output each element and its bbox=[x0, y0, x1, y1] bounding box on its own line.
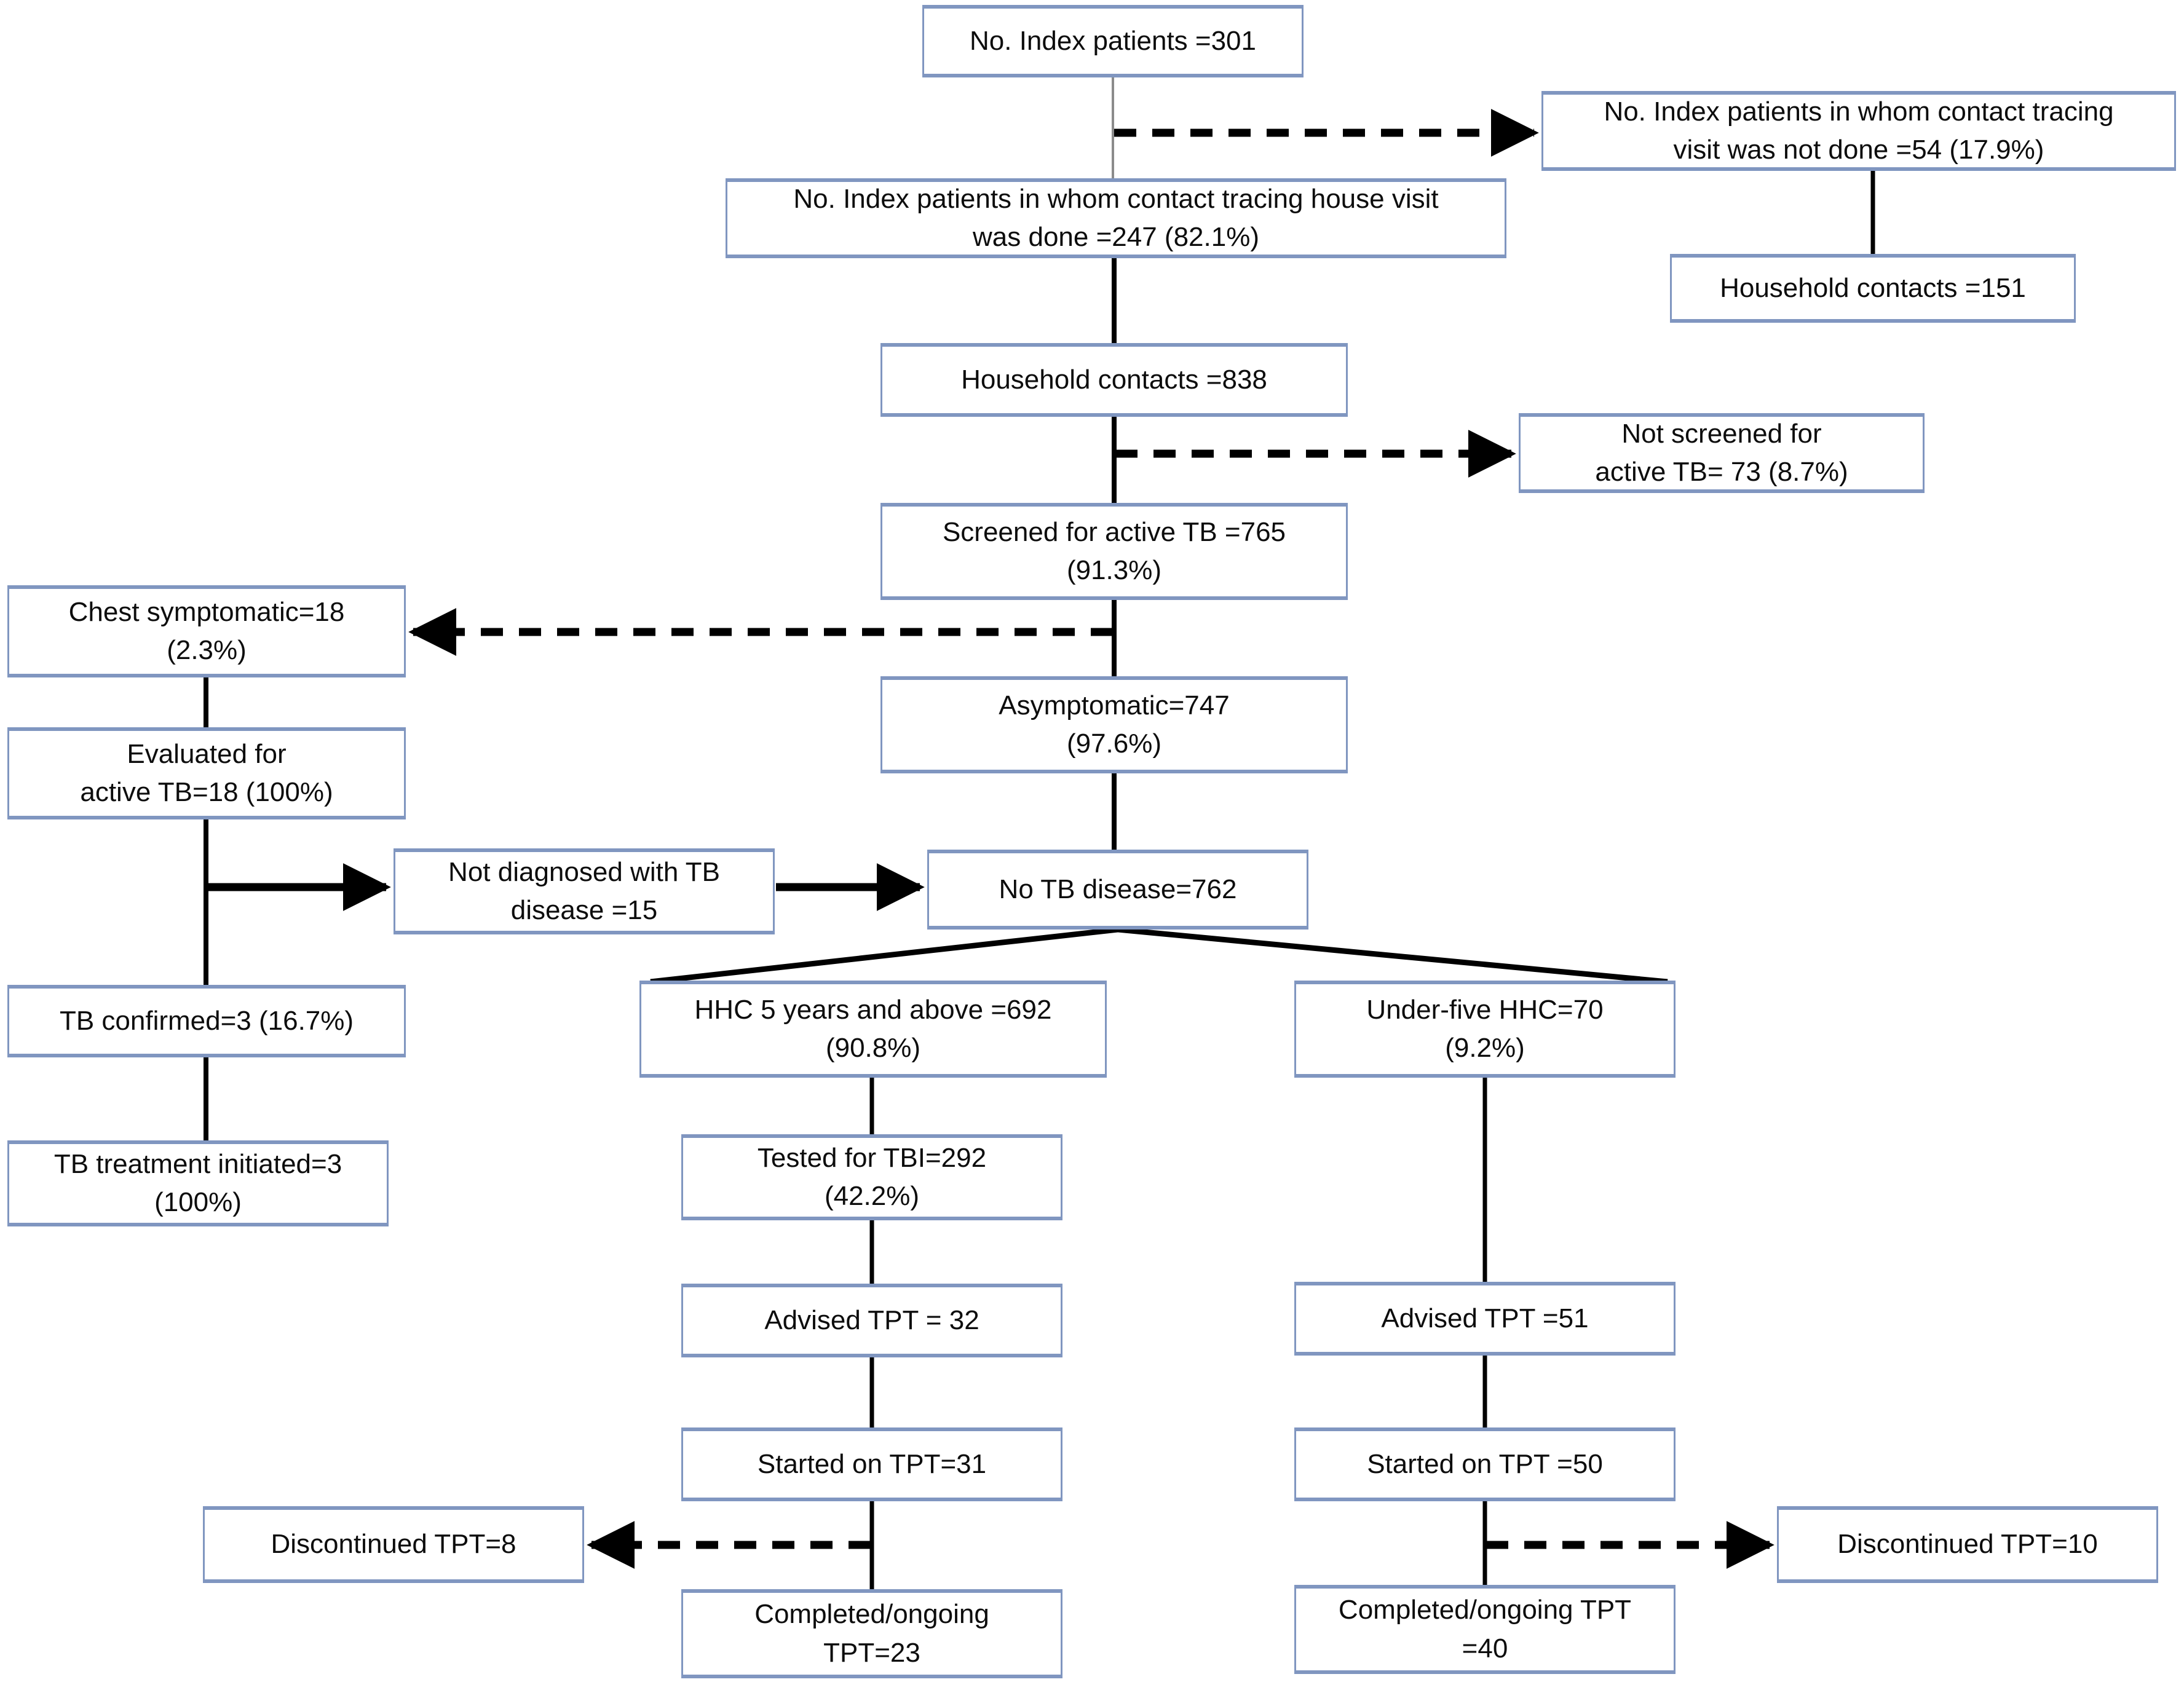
edge-no-tb-to-hhc5plus bbox=[650, 926, 1118, 985]
node-tracing-done[interactable]: No. Index patients in whom contact traci… bbox=[726, 178, 1506, 258]
node-asymptomatic[interactable]: Asymptomatic=747 (97.6%) bbox=[880, 676, 1348, 773]
node-completed-ongoing-tpt-23[interactable]: Completed/ongoing TPT=23 bbox=[681, 1589, 1062, 1678]
node-household-contacts-151[interactable]: Household contacts =151 bbox=[1670, 254, 2076, 323]
node-tb-confirmed[interactable]: TB confirmed=3 (16.7%) bbox=[7, 985, 406, 1057]
node-household-contacts-838[interactable]: Household contacts =838 bbox=[880, 343, 1348, 417]
edge-no-tb-to-under-five bbox=[1117, 926, 1668, 985]
node-tb-treatment-initiated[interactable]: TB treatment initiated=3 (100%) bbox=[7, 1140, 389, 1226]
node-no-tb-disease[interactable]: No TB disease=762 bbox=[927, 850, 1308, 930]
node-chest-symptomatic[interactable]: Chest symptomatic=18 (2.3%) bbox=[7, 585, 406, 677]
node-discontinued-tpt-10[interactable]: Discontinued TPT=10 bbox=[1777, 1506, 2158, 1583]
node-started-on-tpt-50[interactable]: Started on TPT =50 bbox=[1294, 1427, 1676, 1501]
node-not-diagnosed-tb[interactable]: Not diagnosed with TB disease =15 bbox=[394, 848, 775, 934]
node-completed-ongoing-tpt-40[interactable]: Completed/ongoing TPT =40 bbox=[1294, 1585, 1676, 1674]
node-screened-active-tb[interactable]: Screened for active TB =765 (91.3%) bbox=[880, 503, 1348, 600]
node-discontinued-tpt-8[interactable]: Discontinued TPT=8 bbox=[203, 1506, 584, 1583]
node-tracing-not-done[interactable]: No. Index patients in whom contact traci… bbox=[1541, 91, 2176, 171]
node-advised-tpt-51[interactable]: Advised TPT =51 bbox=[1294, 1282, 1676, 1356]
node-index-patients[interactable]: No. Index patients =301 bbox=[922, 5, 1304, 77]
node-advised-tpt-32[interactable]: Advised TPT = 32 bbox=[681, 1284, 1062, 1357]
node-started-on-tpt-31[interactable]: Started on TPT=31 bbox=[681, 1427, 1062, 1501]
node-tested-for-tbi[interactable]: Tested for TBI=292 (42.2%) bbox=[681, 1134, 1062, 1220]
node-hhc-5-years-and-above[interactable]: HHC 5 years and above =692 (90.8%) bbox=[639, 981, 1107, 1078]
node-evaluated-active-tb[interactable]: Evaluated for active TB=18 (100%) bbox=[7, 727, 406, 819]
node-under-five-hhc[interactable]: Under-five HHC=70 (9.2%) bbox=[1294, 981, 1676, 1078]
node-not-screened[interactable]: Not screened for active TB= 73 (8.7%) bbox=[1519, 413, 1925, 493]
